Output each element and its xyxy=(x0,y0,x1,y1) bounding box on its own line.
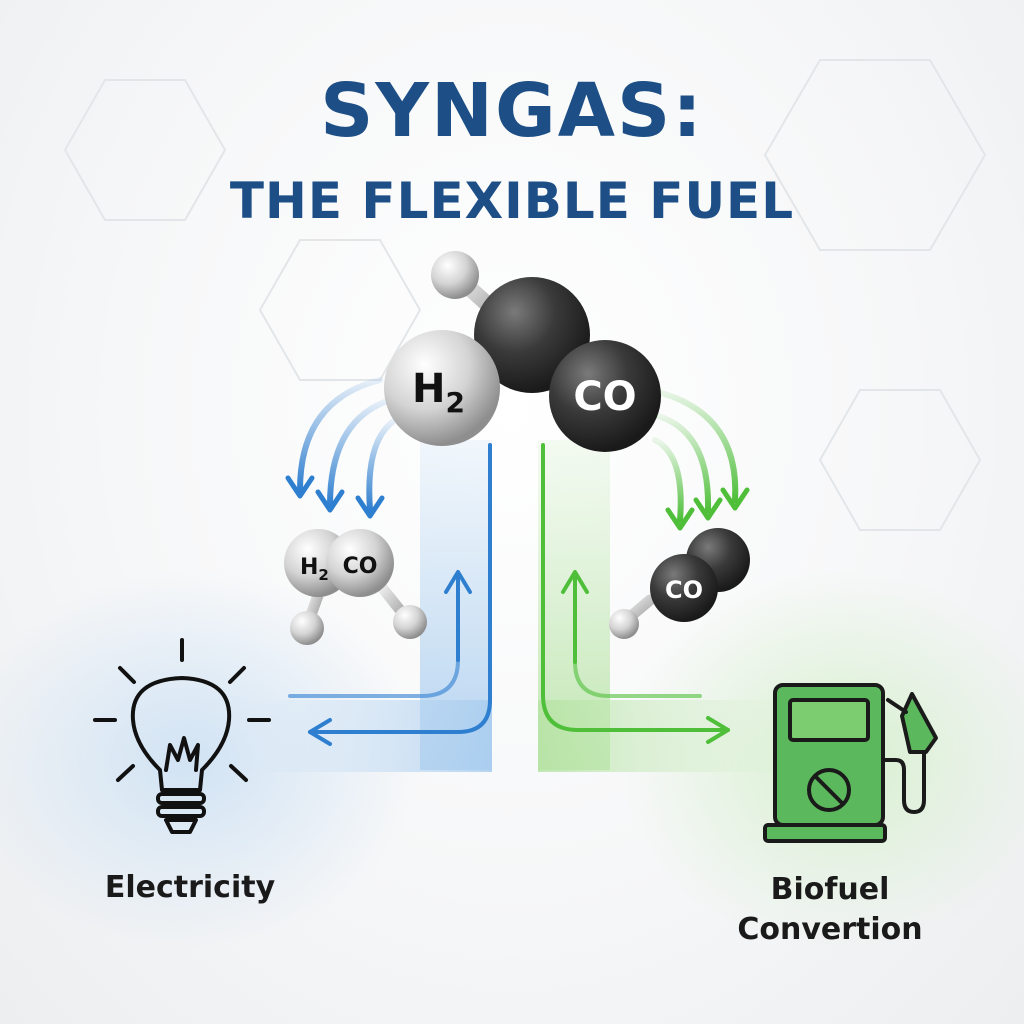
biofuel-label: Biofuel Convertion xyxy=(700,870,960,950)
left-h2-subscript: 2 xyxy=(318,566,328,584)
lightbulb-icon xyxy=(93,638,271,834)
page-title: SYNGAS: xyxy=(320,68,704,154)
left-small-molecule: H2 CO xyxy=(284,529,427,645)
fuel-pump-icon xyxy=(763,683,938,843)
biofuel-label-line2: Convertion xyxy=(737,912,923,947)
co-atom xyxy=(549,340,661,452)
electricity-label: Electricity xyxy=(104,870,276,905)
svg-text:H2: H2 xyxy=(412,366,465,419)
small-hydrogen-atom xyxy=(431,251,479,299)
left-co-label: CO xyxy=(343,554,378,579)
green-arrowheads xyxy=(665,487,750,531)
blue-curved-arrows xyxy=(297,377,398,513)
main-co-label: CO xyxy=(573,374,636,420)
main-h2-subscript: 2 xyxy=(445,386,464,419)
right-co-label: CO xyxy=(665,576,703,604)
blue-flow-arrows xyxy=(288,443,492,746)
svg-text:H2: H2 xyxy=(300,555,329,584)
h2-atom xyxy=(384,330,500,446)
blue-arrowheads xyxy=(285,475,385,519)
right-small-molecule: CO xyxy=(609,528,750,639)
page-subtitle: THE FLEXIBLE FUEL xyxy=(229,172,795,230)
green-flow-arrows xyxy=(541,443,730,744)
main-h2-label: H xyxy=(412,366,445,412)
main-syngas-molecule: H2 CO xyxy=(384,251,661,452)
left-h2-label: H xyxy=(300,555,318,580)
green-curved-arrows xyxy=(647,387,739,523)
biofuel-label-line1: Biofuel xyxy=(770,872,890,907)
